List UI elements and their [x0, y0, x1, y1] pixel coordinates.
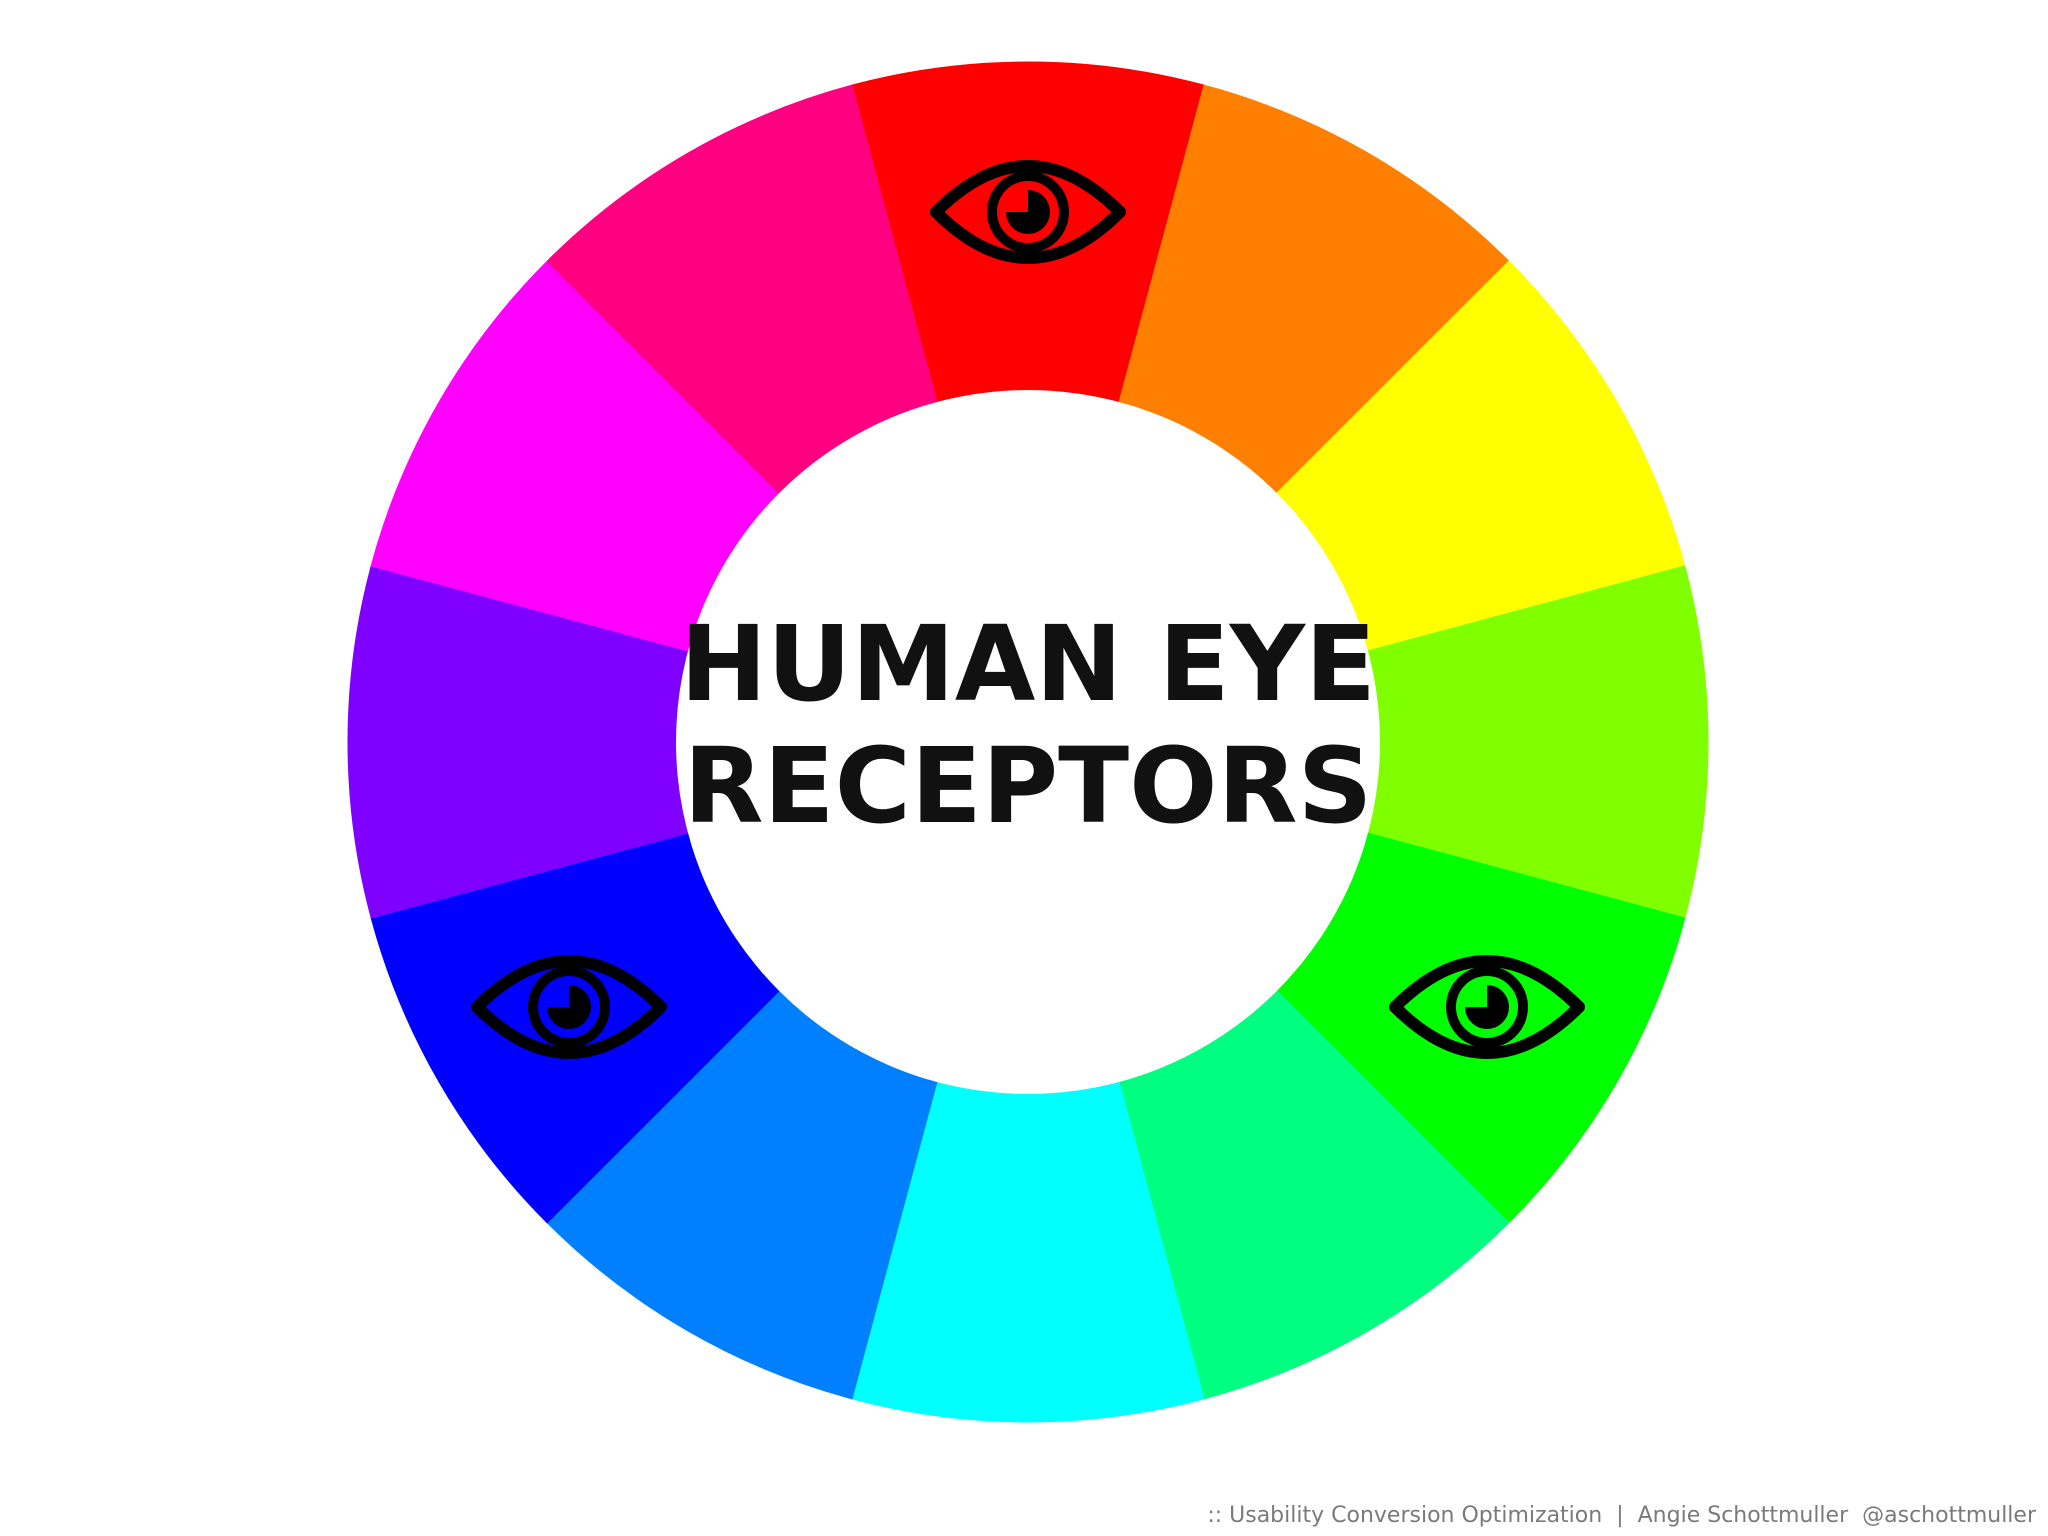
center-disc: [676, 390, 1380, 1094]
title-line-2: RECEPTORS: [683, 725, 1372, 847]
footer-prefix: ::: [1207, 1503, 1223, 1528]
eye-icon: [1388, 955, 1585, 1059]
footer-source: Usability Conversion Optimization: [1229, 1503, 1603, 1528]
footer-author: Angie Schottmuller: [1637, 1503, 1849, 1528]
receptor-eyes: [471, 160, 1585, 1059]
footer-separator: |: [1616, 1503, 1624, 1528]
footer-credit: :: Usability Conversion Optimization | Ang…: [1207, 1503, 2036, 1528]
footer-handle: @aschottmuller: [1862, 1503, 2036, 1528]
eye-icon: [930, 160, 1126, 264]
title-line-1: HUMAN EYE: [680, 603, 1376, 725]
eye-icon: [471, 955, 668, 1059]
